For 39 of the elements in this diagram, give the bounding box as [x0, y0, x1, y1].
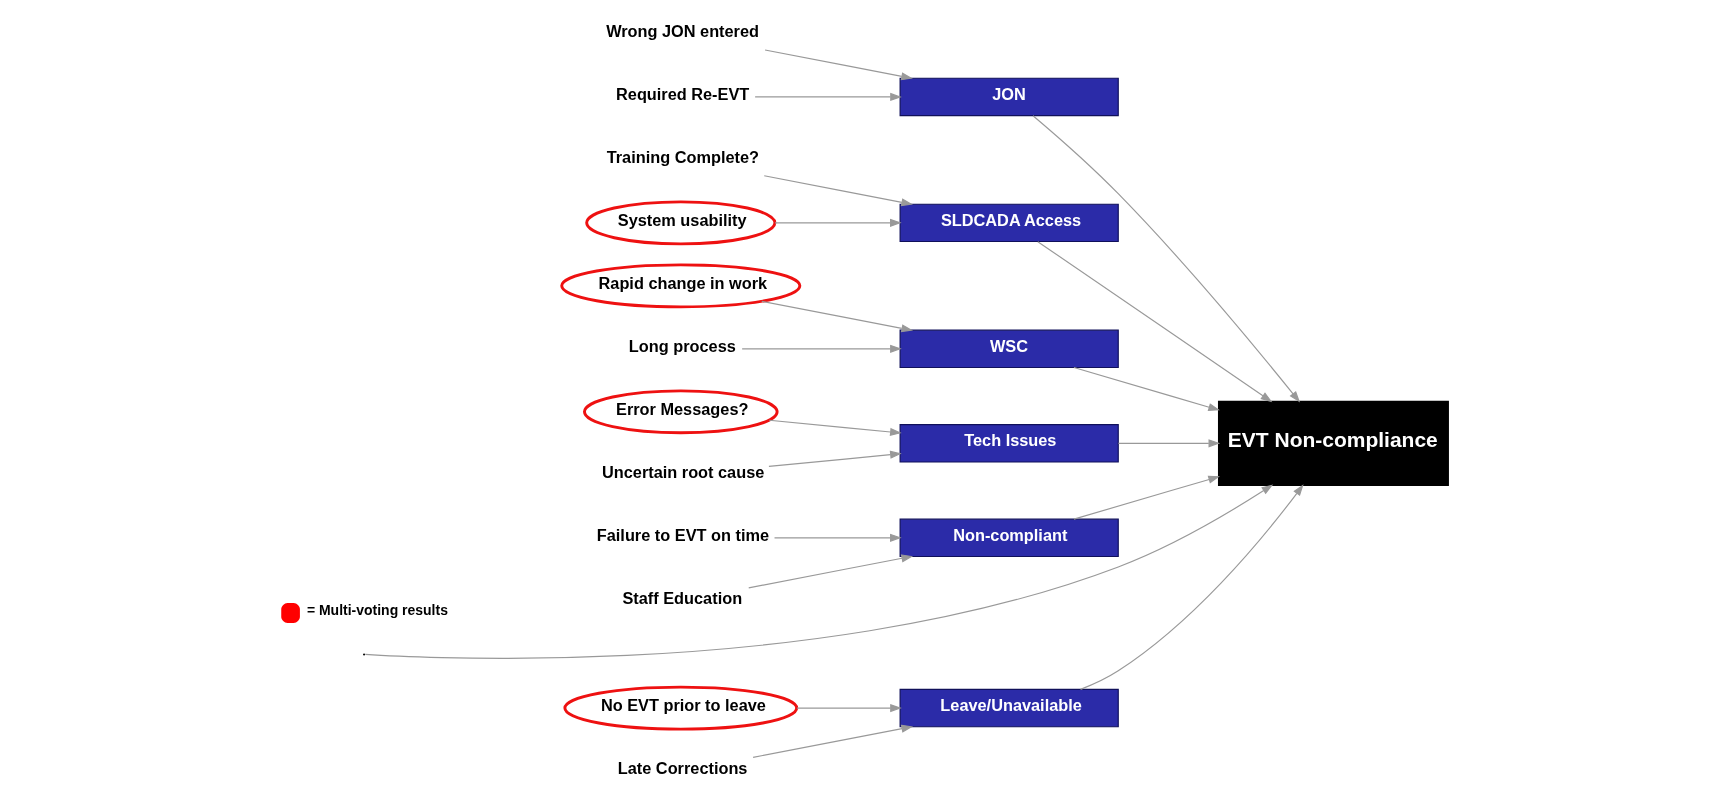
- legend-label: = Multi-voting results: [306, 602, 448, 619]
- arrow: [760, 300, 913, 333]
- node-text: Failure to EVT on time: [596, 525, 769, 544]
- node-ellipse: System usability: [584, 200, 776, 246]
- arrow: [763, 175, 913, 207]
- node-box: SLDCADA Access: [899, 203, 1119, 243]
- node-text: Training Complete?: [606, 148, 759, 167]
- node-box: JON: [899, 77, 1119, 117]
- arrow: [773, 533, 902, 542]
- node-box: Non-compliant: [899, 518, 1119, 558]
- arrow: [1072, 475, 1220, 520]
- node-ellipse: Rapid change in work: [559, 263, 801, 309]
- arrow: [1072, 366, 1220, 411]
- arrow: [773, 218, 902, 227]
- node-box: EVT Non-compliance: [1217, 400, 1449, 486]
- arrow: [747, 554, 913, 589]
- node-text: Required Re-EVT: [615, 85, 749, 104]
- node-text: Wrong JON entered: [605, 22, 759, 41]
- arrow: [741, 344, 902, 353]
- node-box: WSC: [899, 329, 1119, 369]
- arrow: [767, 450, 902, 467]
- node-text: Staff Education: [621, 588, 742, 607]
- arrow: [1117, 439, 1220, 448]
- node-box: Leave/Unavailable: [899, 688, 1119, 728]
- node-ellipse: Error Messages?: [582, 389, 779, 435]
- arrow: [364, 484, 1273, 659]
- node-box: Tech Issues: [899, 424, 1119, 463]
- node-text: Uncertain root cause: [601, 462, 764, 481]
- arrow: [1031, 115, 1300, 403]
- arrow: [752, 724, 913, 758]
- arrow: [768, 419, 902, 436]
- arrow: [1079, 484, 1304, 690]
- arrow: [1036, 241, 1272, 403]
- arrow: [764, 49, 913, 81]
- arrow: [795, 704, 902, 713]
- node-ellipse: No EVT prior to leave: [562, 685, 798, 731]
- node-text: Late Corrections: [617, 759, 747, 778]
- node-text: Long process: [628, 336, 736, 355]
- arrow: [754, 92, 902, 101]
